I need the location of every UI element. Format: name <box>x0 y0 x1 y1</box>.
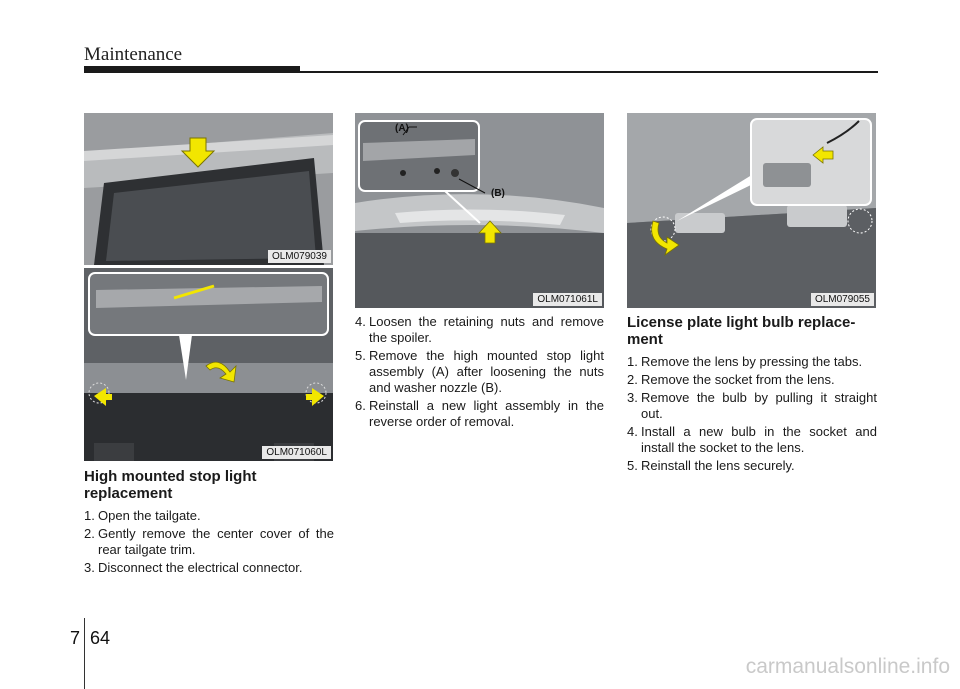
section-heading: High mounted stop light replacement <box>84 468 257 502</box>
curved-arrow-icon <box>651 220 680 257</box>
up-arrow-icon <box>478 220 502 244</box>
list-item: 4.Loosen the retaining nuts and remove t… <box>355 314 604 345</box>
down-arrow-icon <box>180 137 216 168</box>
page-header-title: Maintenance <box>84 44 183 65</box>
footer-divider <box>84 618 85 689</box>
list-item: 5.Remove the high mounted stop light ass… <box>355 348 604 395</box>
callout-a: (A) <box>395 123 409 134</box>
figure-license-plate-light: OLM079055 <box>627 113 876 308</box>
watermark: carmanualsonline.info <box>745 655 950 678</box>
header-rule-thin <box>300 71 878 73</box>
header-rule-thick <box>84 66 300 73</box>
arrow-icon <box>812 146 834 164</box>
figure-code: OLM071061L <box>533 293 602 306</box>
list-item: 5.Reinstall the lens securely. <box>627 458 795 473</box>
figure-code: OLM071060L <box>262 446 331 459</box>
page-number: 64 <box>90 628 111 648</box>
figure-stop-light-assembly: (A) (B) OLM071061L <box>355 113 604 308</box>
step-list: 1.Remove the lens by pressing the tabs. … <box>627 354 877 474</box>
list-item: 1.Remove the lens by pressing the tabs. <box>627 354 863 369</box>
figure-code: OLM079055 <box>810 293 874 306</box>
column-license-plate-light: License plate light bulb replace-ment 1.… <box>627 314 877 476</box>
list-item: 3.Disconnect the electrical connector. <box>84 560 303 575</box>
callout-b: (B) <box>491 188 505 199</box>
list-item: 2.Gently remove the center cover of the … <box>84 526 334 557</box>
column-high-mounted-stop-light: High mounted stop light replacement 1.Op… <box>84 468 334 578</box>
chapter-number: 7 <box>70 628 81 648</box>
list-item: 4.Install a new bulb in the socket and i… <box>627 424 877 455</box>
list-item: 3.Remove the bulb by pulling it straight… <box>627 390 877 421</box>
step-list: 1.Open the tailgate. 2.Gently remove the… <box>84 508 334 576</box>
list-item: 1.Open the tailgate. <box>84 508 201 523</box>
curved-arrow-icon <box>205 361 237 383</box>
step-list: 4.Loosen the retaining nuts and remove t… <box>355 314 604 430</box>
section-heading: License plate light bulb replace-ment <box>627 314 856 348</box>
list-item: 2.Remove the socket from the lens. <box>627 372 835 387</box>
figure-code: OLM079039 <box>267 250 331 263</box>
figure-tailgate-trim: OLM071060L <box>84 268 333 461</box>
column-stop-light-continued: 4.Loosen the retaining nuts and remove t… <box>355 314 604 432</box>
figure-rear-spoiler: OLM079039 <box>84 113 333 265</box>
list-item: 6.Reinstall a new light assembly in the … <box>355 398 604 429</box>
